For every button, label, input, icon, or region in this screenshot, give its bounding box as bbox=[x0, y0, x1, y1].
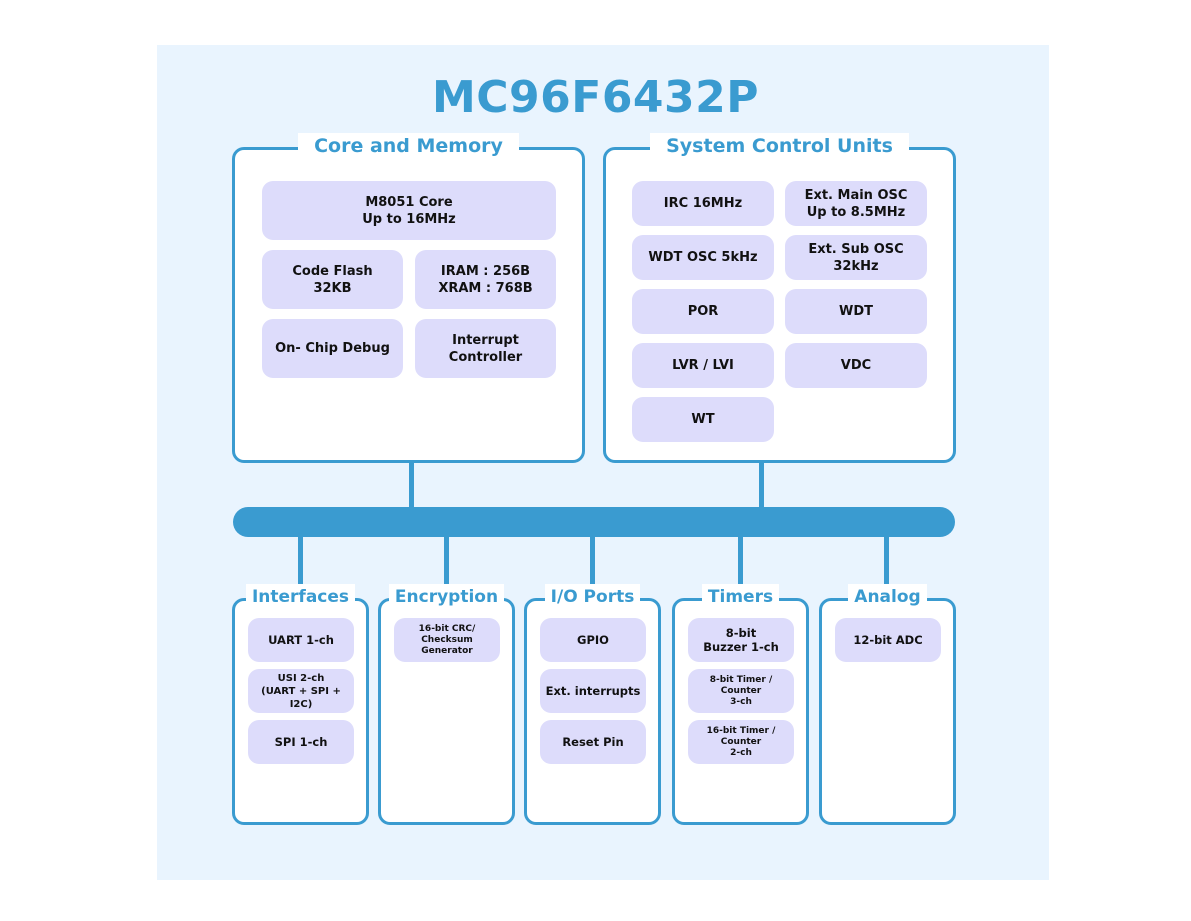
block-wdt: WDT bbox=[785, 289, 927, 334]
connector-io bbox=[590, 534, 595, 600]
block-m8051-core: M8051 Core Up to 16MHz bbox=[262, 181, 556, 240]
block-12bit-adc: 12-bit ADC bbox=[835, 618, 941, 662]
group-core-and-memory: Core and Memory M8051 Core Up to 16MHz C… bbox=[232, 133, 585, 463]
block-buzzer: 8-bit Buzzer 1-ch bbox=[688, 618, 794, 662]
block-on-chip-debug: On- Chip Debug bbox=[262, 319, 403, 378]
block-ext-interrupts: Ext. interrupts bbox=[540, 669, 646, 713]
diagram-title: MC96F6432P bbox=[431, 72, 760, 123]
block-iram-xram: IRAM : 256B XRAM : 768B bbox=[415, 250, 556, 309]
group-io-ports: I/O Ports GPIO Ext. interrupts Reset Pin bbox=[524, 584, 661, 825]
block-8bit-timer: 8-bit Timer / Counter 3-ch bbox=[688, 669, 794, 713]
block-usi: USI 2-ch (UART + SPI + I2C) bbox=[248, 669, 354, 713]
block-ext-sub-osc: Ext. Sub OSC 32kHz bbox=[785, 235, 927, 280]
connector-interfaces bbox=[298, 534, 303, 600]
block-irc: IRC 16MHz bbox=[632, 181, 774, 226]
system-bus bbox=[233, 507, 955, 537]
block-16bit-timer: 16-bit Timer / Counter 2-ch bbox=[688, 720, 794, 764]
block-gpio: GPIO bbox=[540, 618, 646, 662]
connector-analog bbox=[884, 534, 889, 600]
connector-core bbox=[409, 460, 414, 510]
block-reset-pin: Reset Pin bbox=[540, 720, 646, 764]
block-interrupt-controller: Interrupt Controller bbox=[415, 319, 556, 378]
connector-system bbox=[759, 460, 764, 510]
block-por: POR bbox=[632, 289, 774, 334]
connector-encryption bbox=[444, 534, 449, 600]
block-code-flash: Code Flash 32KB bbox=[262, 250, 403, 309]
block-vdc: VDC bbox=[785, 343, 927, 388]
block-crc-checksum: 16-bit CRC/ Checksum Generator bbox=[394, 618, 500, 662]
group-system-control-units: System Control Units IRC 16MHz Ext. Main… bbox=[603, 133, 956, 463]
block-wt: WT bbox=[632, 397, 774, 442]
block-uart: UART 1-ch bbox=[248, 618, 354, 662]
block-lvr-lvi: LVR / LVI bbox=[632, 343, 774, 388]
block-spi: SPI 1-ch bbox=[248, 720, 354, 764]
connector-timers bbox=[738, 534, 743, 600]
group-interfaces: Interfaces UART 1-ch USI 2-ch (UART + SP… bbox=[232, 584, 369, 825]
block-ext-main-osc: Ext. Main OSC Up to 8.5MHz bbox=[785, 181, 927, 226]
group-analog: Analog 12-bit ADC bbox=[819, 584, 956, 825]
block-wdt-osc: WDT OSC 5kHz bbox=[632, 235, 774, 280]
group-timers: Timers 8-bit Buzzer 1-ch 8-bit Timer / C… bbox=[672, 584, 809, 825]
group-encryption: Encryption 16-bit CRC/ Checksum Generato… bbox=[378, 584, 515, 825]
